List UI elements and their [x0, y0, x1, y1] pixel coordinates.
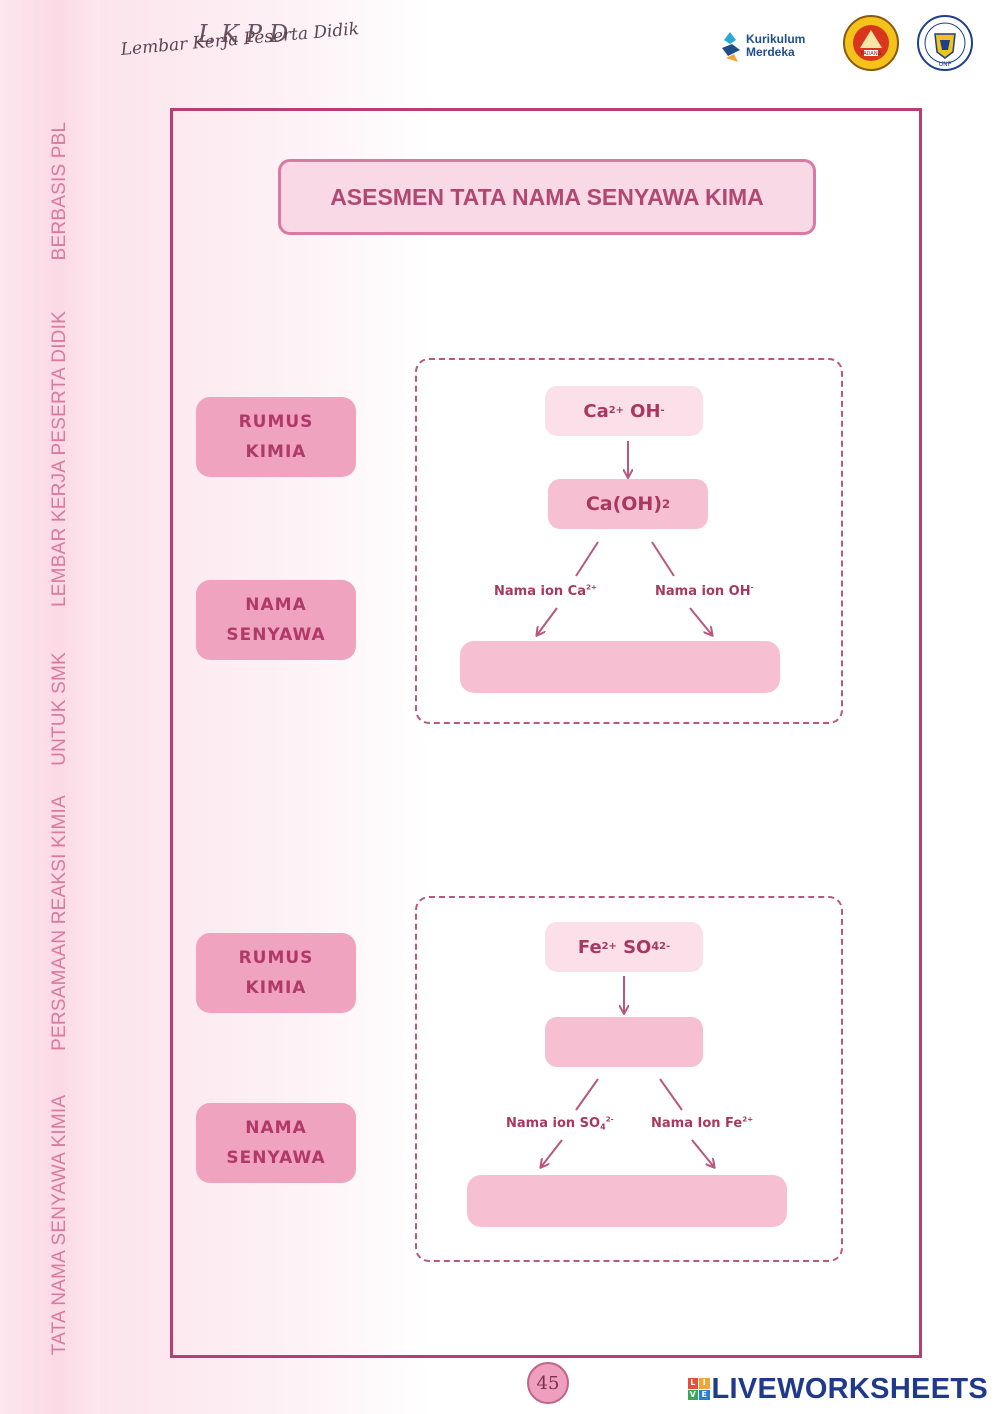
branch-label-cation-2: Nama Ion Fe2+ — [651, 1114, 754, 1131]
rumus-kimia-label-1: RUMUS KIMIA — [196, 397, 356, 477]
exercise-box-2 — [415, 896, 843, 1262]
formula-base-1: Ca(OH) — [585, 493, 662, 515]
nama-senyawa-text-2: NAMA SENYAWA — [226, 1118, 326, 1168]
lkpd-heading: LKPD — [198, 20, 296, 48]
unp-seal: UNP — [916, 14, 974, 72]
vertical-side-text: BERBASIS PBL LEMBAR KERJA PESERTA DIDIK … — [10, 120, 110, 1360]
branch-label-anion-1: Nama ion OH- — [655, 582, 754, 599]
rumus-kimia-label-2: RUMUS KIMIA — [196, 933, 356, 1013]
content-frame — [170, 108, 922, 1358]
side-text-persamaan: PERSAMAAN REAKSI KIMIA — [49, 795, 70, 1051]
kurikulum-merdeka-icon — [722, 32, 740, 62]
liveworksheets-brand: L I V E LIVEWORKSHEETS — [687, 1372, 989, 1405]
smti-seal-text: PADANG — [861, 51, 882, 57]
branch-label-cation-1: Nama ion Ca2+ — [494, 582, 597, 599]
side-text-tata-nama: TATA NAMA SENYAWA KIMIA — [49, 1094, 70, 1356]
rumus-kimia-text-2: RUMUS KIMIA — [238, 948, 314, 998]
nama-senyawa-label-2: NAMA SENYAWA — [196, 1103, 356, 1183]
exercise-box-1 — [415, 358, 843, 724]
formula-field-2[interactable] — [545, 1017, 703, 1067]
page-title: ASESMEN TATA NAMA SENYAWA KIMA — [330, 183, 764, 210]
side-text-berbasis-pbl: BERBASIS PBL — [49, 121, 70, 261]
title-box: ASESMEN TATA NAMA SENYAWA KIMA — [278, 159, 816, 235]
nama-senyawa-text-1: NAMA SENYAWA — [226, 595, 326, 645]
nama-senyawa-label-1: NAMA SENYAWA — [196, 580, 356, 660]
liveworksheets-icon: L I V E — [687, 1378, 710, 1400]
branch-label-anion-2: Nama ion SO42- — [506, 1114, 614, 1132]
cation-1: Ca — [583, 400, 609, 422]
anion-1: OH — [630, 400, 661, 422]
liveworksheets-text: LIVEWORKSHEETS — [711, 1372, 988, 1405]
cation-2: Fe — [577, 936, 602, 958]
unp-seal-text: UNP — [939, 61, 952, 68]
side-strip — [0, 0, 100, 1414]
kurikulum-merdeka-logo: Kurikulum Merdeka — [718, 30, 818, 70]
side-text-lembar-kerja: LEMBAR KERJA PESERTA DIDIK — [49, 311, 70, 607]
merdeka-text: Merdeka — [746, 45, 795, 59]
anion-2: SO — [623, 936, 652, 958]
answer-field-1[interactable] — [460, 641, 780, 693]
header-logos: Kurikulum Merdeka PADANG UNP — [718, 12, 988, 72]
smti-seal: PADANG — [842, 14, 900, 72]
page-number: 45 — [527, 1362, 569, 1404]
kurikulum-text: Kurikulum — [746, 32, 806, 46]
answer-field-2[interactable] — [467, 1175, 787, 1227]
side-text-untuk-smk: UNTUK SMK — [49, 652, 70, 766]
formula-pill-1: Ca(OH)2 — [548, 479, 708, 529]
rumus-kimia-text-1: RUMUS KIMIA — [238, 412, 314, 462]
